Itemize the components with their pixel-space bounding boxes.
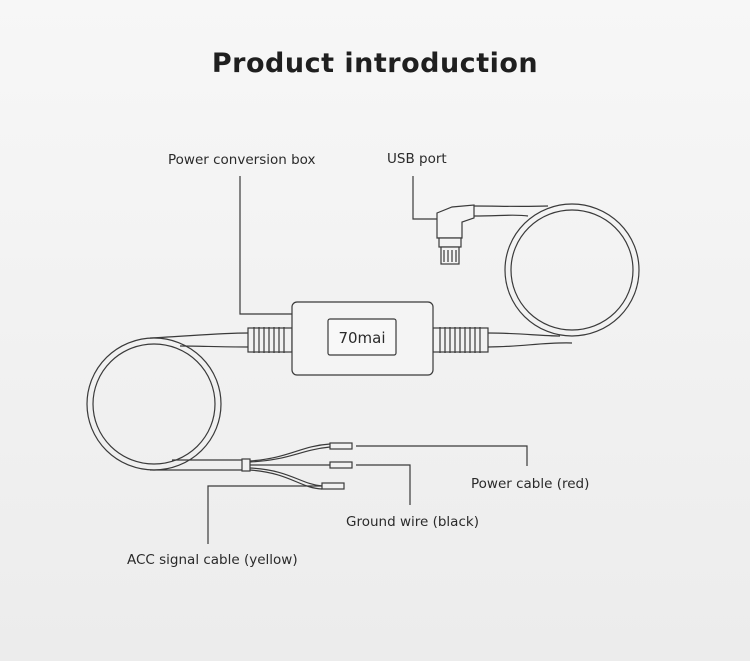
- page-title: Product introduction: [211, 48, 539, 79]
- brand-logo: 70mai: [338, 329, 385, 347]
- box-logo-plate: [327, 318, 397, 356]
- power-cable-label: Power cable (red): [471, 476, 590, 492]
- leader-usb-port: [412, 176, 437, 220]
- leader-power-cable: [356, 445, 528, 466]
- power-conversion-box-label: Power conversion box: [168, 152, 316, 168]
- leader-power-box: [239, 176, 292, 315]
- usb-port-label: USB port: [387, 151, 447, 167]
- leader-acc-cable: [207, 485, 327, 544]
- right-cable-coil: [510, 209, 634, 331]
- acc-signal-cable-label: ACC signal cable (yellow): [127, 552, 298, 568]
- left-cable-coil: [92, 343, 216, 465]
- leader-ground-wire: [356, 464, 411, 505]
- ground-wire-label: Ground wire (black): [346, 514, 479, 530]
- usb-connector: [436, 204, 475, 239]
